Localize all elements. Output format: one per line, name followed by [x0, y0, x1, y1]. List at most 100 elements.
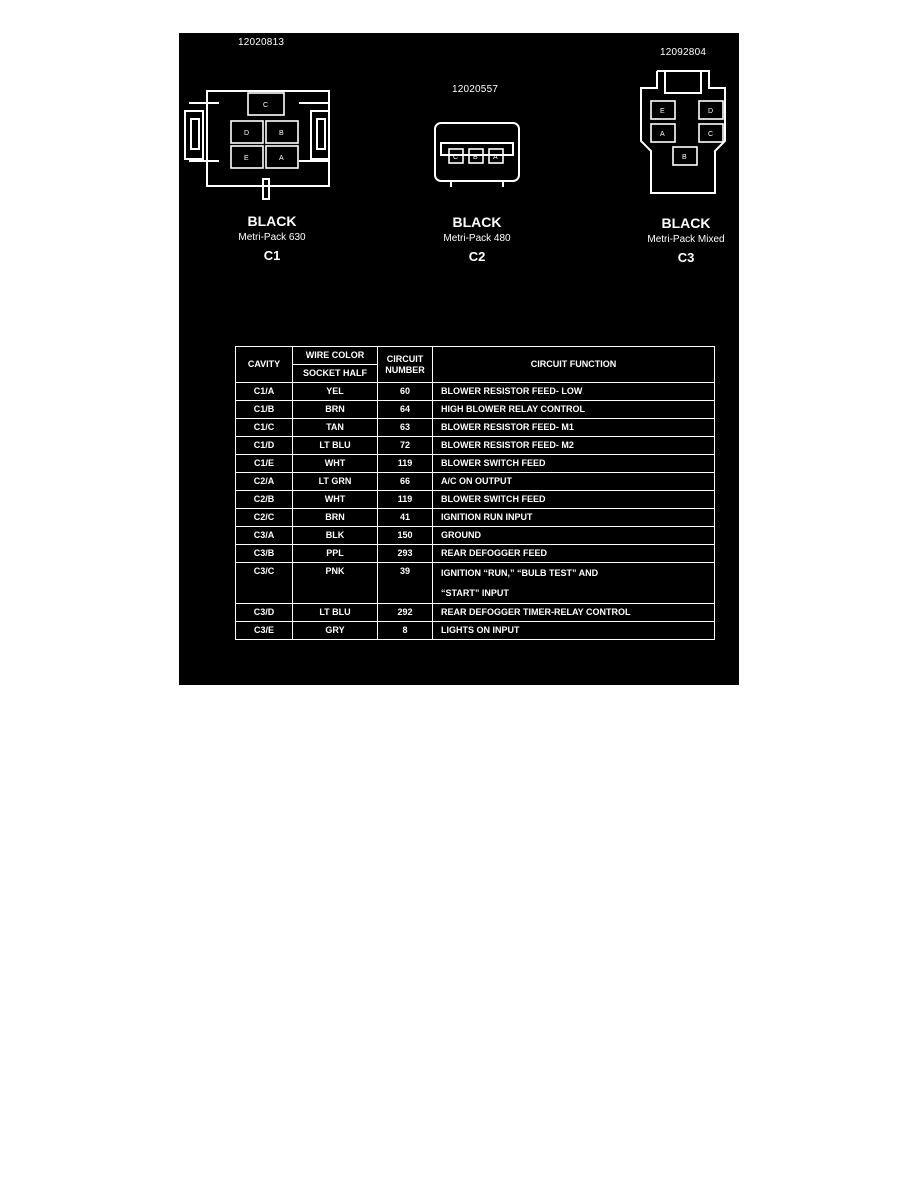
c1-id: C1 [263, 248, 281, 263]
table-row: C3/D LT BLU 292 REAR DEFOGGER TIMER-RELA… [235, 603, 715, 622]
circuit-function-cell: A/C ON OUTPUT [432, 472, 715, 491]
c3-connector-drawing: E D A C B [640, 70, 726, 194]
c3-color: BLACK [661, 215, 711, 231]
c1-pin-b [265, 120, 299, 144]
table-row: C3/B PPL 293 REAR DEFOGGER FEED [235, 544, 715, 563]
wire-color-cell: BRN [292, 508, 378, 527]
c3-part-number: 12092804 [660, 47, 707, 58]
wire-color-cell: TAN [292, 418, 378, 437]
circuit-function-cell: GROUND [432, 526, 715, 545]
header-socket-half: SOCKET HALF [292, 364, 378, 383]
cavity-cell: C1/C [235, 418, 293, 437]
circuit-function-cell: BLOWER SWITCH FEED [432, 490, 715, 509]
c3-pin-d [698, 100, 724, 120]
c1-pin-b-label: B [279, 130, 284, 137]
cavity-cell: C1/E [235, 454, 293, 473]
c1-pin-d-label: D [244, 130, 249, 137]
cavity-cell: C2/B [235, 490, 293, 509]
wire-color-cell: LT GRN [292, 472, 378, 491]
cavity-cell: C3/C [235, 562, 293, 604]
c1-pin-e-label: E [244, 155, 249, 162]
circuit-number-cell: 64 [377, 400, 433, 419]
cavity-cell: C3/E [235, 621, 293, 640]
table-row: C3/C PNK 39 IGNITION “RUN,” “BULB TEST” … [235, 562, 715, 604]
header-circuit-number: CIRCUIT NUMBER [377, 346, 433, 383]
wire-color-cell: LT BLU [292, 436, 378, 455]
cavity-cell: C1/A [235, 382, 293, 401]
c2-id: C2 [468, 249, 486, 264]
circuit-number-cell: 8 [377, 621, 433, 640]
c2-pin-c [448, 148, 464, 164]
c2-label: BLACK Metri-Pack 480 C2 [422, 214, 532, 264]
c2-pin-a [488, 148, 504, 164]
c1-color: BLACK [247, 213, 297, 229]
circuit-number-cell: 60 [377, 382, 433, 401]
circuit-function-line2: “START” INPUT [441, 588, 509, 598]
c1-pin-c-label: C [263, 102, 268, 109]
c3-pin-b-label: B [682, 154, 687, 161]
wire-color-cell: BRN [292, 400, 378, 419]
wire-color-cell: LT BLU [292, 603, 378, 622]
header-circuit-number-line2: NUMBER [385, 364, 425, 375]
c2-pin-a-label: A [493, 154, 498, 161]
cavity-cell: C2/A [235, 472, 293, 491]
table-row: C2/B WHT 119 BLOWER SWITCH FEED [235, 490, 715, 509]
c3-type: Metri-Pack Mixed [647, 234, 725, 245]
wire-color-cell: WHT [292, 490, 378, 509]
table-row: C1/D LT BLU 72 BLOWER RESISTOR FEED- M2 [235, 436, 715, 455]
c3-pin-d-label: D [708, 108, 713, 115]
c1-label: BLACK Metri-Pack 630 C1 [217, 213, 327, 263]
circuit-number-cell: 293 [377, 544, 433, 563]
cavity-cell: C3/A [235, 526, 293, 545]
c3-pin-c-label: C [708, 131, 713, 138]
c2-pin-c-label: C [453, 154, 458, 161]
circuit-function-cell: IGNITION RUN INPUT [432, 508, 715, 527]
cavity-cell: C1/B [235, 400, 293, 419]
header-circuit-number-line1: CIRCUIT [386, 353, 424, 364]
c2-part-number: 12020557 [452, 84, 499, 95]
circuit-function-line1: IGNITION “RUN,” “BULB TEST” AND [441, 568, 599, 578]
circuit-function-cell: REAR DEFOGGER FEED [432, 544, 715, 563]
circuit-function-cell: BLOWER RESISTOR FEED- LOW [432, 382, 715, 401]
wire-color-cell: PPL [292, 544, 378, 563]
circuit-function-cell: LIGHTS ON INPUT [432, 621, 715, 640]
c3-pin-e-label: E [660, 108, 665, 115]
header-cavity: CAVITY [235, 346, 293, 383]
circuit-number-cell: 119 [377, 490, 433, 509]
table-row: C3/A BLK 150 GROUND [235, 526, 715, 545]
table-row: C1/A YEL 60 BLOWER RESISTOR FEED- LOW [235, 382, 715, 401]
circuit-function-cell: BLOWER SWITCH FEED [432, 454, 715, 473]
c1-pin-a-label: A [279, 155, 284, 162]
table-row: C1/E WHT 119 BLOWER SWITCH FEED [235, 454, 715, 473]
c1-pin-a [265, 145, 299, 169]
table-row: C2/C BRN 41 IGNITION RUN INPUT [235, 508, 715, 527]
c3-pin-c [698, 123, 724, 143]
header-wire-color: WIRE COLOR [292, 346, 378, 365]
circuit-number-cell: 41 [377, 508, 433, 527]
wire-color-cell: BLK [292, 526, 378, 545]
c2-pin-b [468, 148, 484, 164]
circuit-number-cell: 119 [377, 454, 433, 473]
c3-pin-e [650, 100, 676, 120]
c3-id: C3 [677, 250, 695, 265]
circuit-function-cell: HIGH BLOWER RELAY CONTROL [432, 400, 715, 419]
c1-part-number: 12020813 [238, 37, 285, 48]
circuit-number-cell: 150 [377, 526, 433, 545]
circuit-number-cell: 66 [377, 472, 433, 491]
c3-pin-b [672, 146, 698, 166]
c1-type: Metri-Pack 630 [238, 232, 306, 243]
c1-connector-drawing: C D B E A [184, 90, 330, 200]
circuit-number-cell: 292 [377, 603, 433, 622]
circuit-function-cell: IGNITION “RUN,” “BULB TEST” AND “START” … [432, 562, 715, 604]
c1-pin-c [247, 92, 285, 116]
wire-color-cell: WHT [292, 454, 378, 473]
c2-color: BLACK [452, 214, 502, 230]
c2-connector-drawing: C B A [434, 122, 520, 187]
table-row: C2/A LT GRN 66 A/C ON OUTPUT [235, 472, 715, 491]
wire-color-cell: PNK [292, 562, 378, 604]
c3-pin-a [650, 123, 676, 143]
c2-type: Metri-Pack 480 [443, 233, 511, 244]
wire-color-cell: YEL [292, 382, 378, 401]
circuit-number-cell: 39 [377, 562, 433, 604]
c2-pin-b-label: B [473, 154, 478, 161]
